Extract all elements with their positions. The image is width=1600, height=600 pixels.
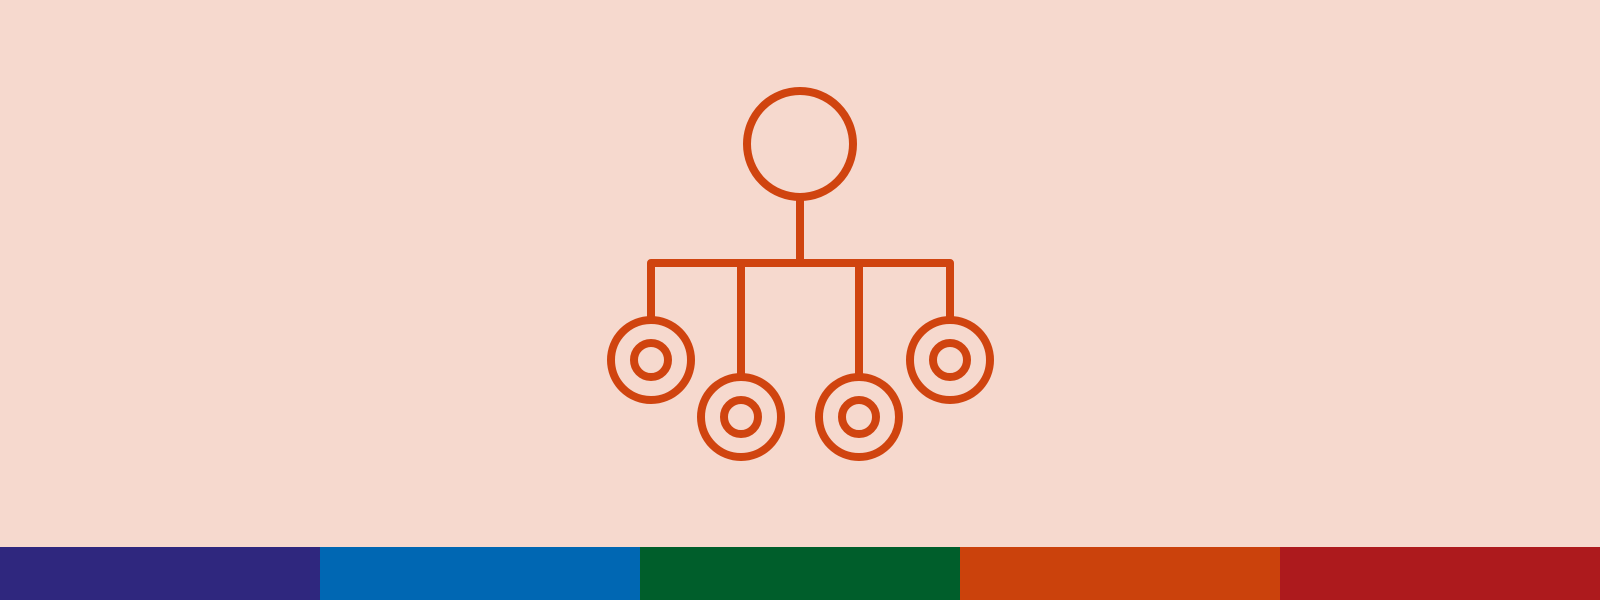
root-node-circle <box>743 87 857 201</box>
branch-bar <box>647 259 954 318</box>
child-node-4 <box>906 316 994 404</box>
child-node-3 <box>815 373 903 461</box>
banner-canvas <box>607 87 994 461</box>
child-node-2 <box>697 373 785 461</box>
color-strip <box>0 547 1600 600</box>
strip-segment-blue <box>320 547 640 600</box>
strip-segment-purple <box>0 547 320 600</box>
strip-segment-orange <box>960 547 1280 600</box>
strip-segment-red <box>1280 547 1600 600</box>
strip-segment-green <box>640 547 960 600</box>
child-node-1 <box>607 316 695 404</box>
hierarchy-icon <box>607 87 994 461</box>
